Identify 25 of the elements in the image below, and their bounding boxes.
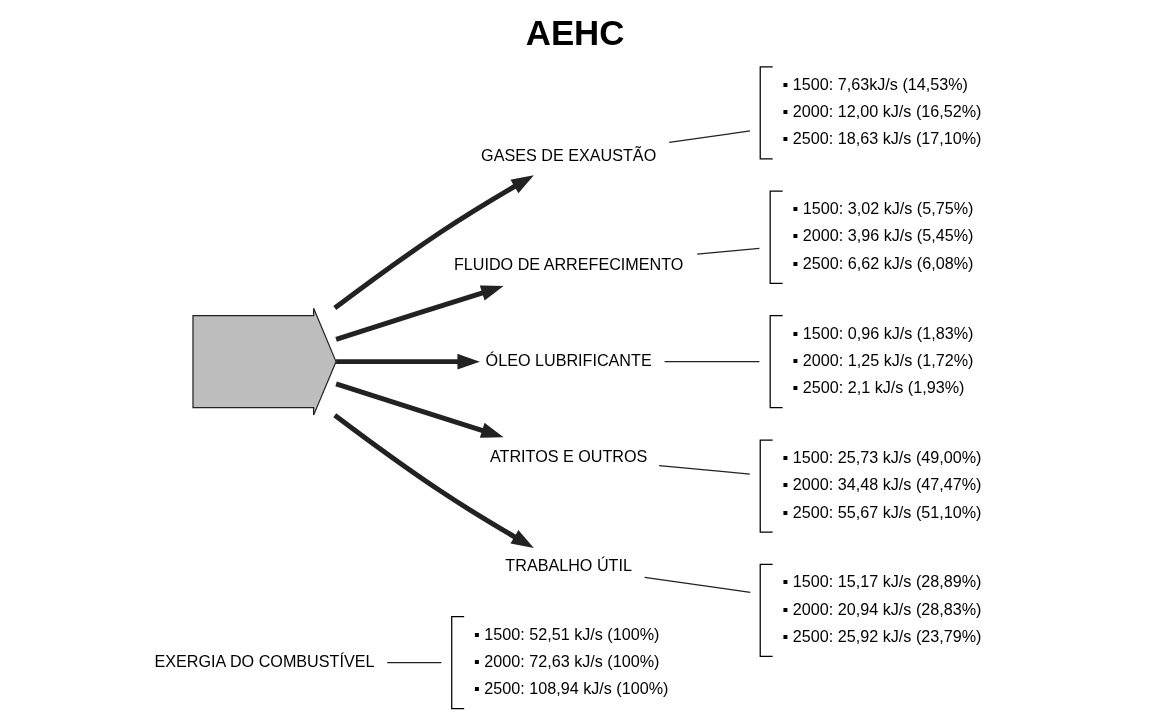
arrow [335,353,480,370]
node-text: ▪ 1500: 3,02 kJ/s (5,75%) ▪ 2000: 3,96 kJ/s (5,45%) ▪ 2500: 6,62 kJ/s (6,08%) [792,199,973,272]
connector [658,465,750,475]
connector [643,576,751,593]
connector [386,662,442,664]
node-text: FLUIDO DE ARREFECIMENTO [453,255,683,274]
node-text: ▪ 1500: 7,63kJ/s (14,53%) ▪ 2000: 12,00 kJ/s (16,52%) ▪ 2500: 18,63 kJ/s (17,10%) [782,74,981,148]
node-text: ▪ 1500: 25,73 kJ/s (49,00%) ▪ 2000: 34,48 kJ/s (47,47%) ▪ 2500: 55,67 kJ/s (51,10%) [782,447,981,521]
node-text: ▪ 1500: 15,17 kJ/s (28,89%) ▪ 2000: 20,94 kJ/s (28,83%) ▪ 2500: 25,92 kJ/s (23,79%) [782,572,981,646]
node-text: ATRITOS E OUTROS [489,446,647,465]
arrow [332,175,534,311]
node-picture [191,307,337,416]
node-text: TRABALHO ÚTIL [504,556,632,575]
arrow [332,413,534,549]
connector [668,130,751,143]
diagram-title: AEHC [525,12,624,52]
node-text: GASES DE EXAUSTÃO [480,145,656,164]
connector [663,361,760,363]
node-text: ÓLEO LUBRIFICANTE [485,350,652,369]
arrow [334,285,504,342]
node-text: ▪ 1500: 0,96 kJ/s (1,83%) ▪ 2000: 1,25 kJ/s (1,72%) ▪ 2500: 2,1 kJ/s (1,93%) [792,323,973,397]
node-text: EXERGIA DO COMBUSTÍVEL [154,651,374,670]
node-text: ▪ 1500: 52,51 kJ/s (100%) ▪ 2000: 72,63 kJ/s (100%) ▪ 2500: 108,94 kJ/s (100%) [473,624,668,698]
arrow [334,381,504,438]
connector [696,247,760,255]
